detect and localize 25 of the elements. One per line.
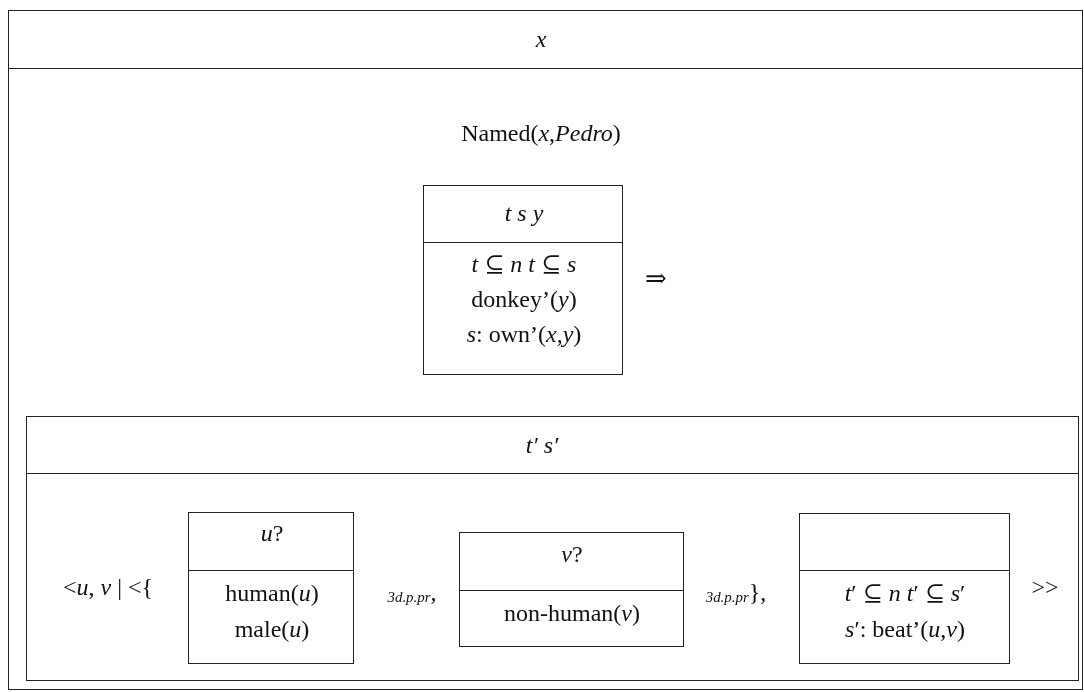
- discourse-referents: v?: [561, 540, 583, 568]
- condition-formula: donkey’(y): [471, 285, 577, 313]
- formula-text: $_{3d.p.pr}$},: [705, 578, 767, 606]
- drs-box: [423, 185, 623, 375]
- discourse-referents: u?: [260, 519, 284, 547]
- drs-box: [459, 532, 684, 647]
- discourse-referents: t′ s′: [525, 431, 559, 459]
- condition-formula: Named(x,Pedro): [461, 119, 621, 147]
- drs-box: [26, 416, 1079, 681]
- formula-text: $_{3d.p.pr}$,: [387, 578, 437, 606]
- condition-formula: human(u): [225, 579, 319, 607]
- drs-box: [188, 512, 354, 664]
- header-variable: x: [535, 25, 547, 53]
- formula-text: >>: [1031, 573, 1059, 601]
- discourse-referents: t s y: [504, 199, 544, 227]
- condition-formula: t ⊆ n t ⊆ s: [471, 250, 577, 278]
- drs-box: [799, 513, 1010, 664]
- condition-formula: t′ ⊆ n t′ ⊆ s′: [844, 579, 966, 607]
- condition-formula: s: own’(x,y): [466, 320, 582, 348]
- condition-formula: s′: beat’(u,v): [845, 615, 965, 643]
- condition-formula: non-human(v): [504, 599, 640, 627]
- condition-formula: male(u): [234, 615, 310, 643]
- formula-text: <u, v | <{: [62, 573, 154, 601]
- implication-symbol: ⇒: [645, 264, 667, 294]
- drs-box: [8, 10, 1083, 690]
